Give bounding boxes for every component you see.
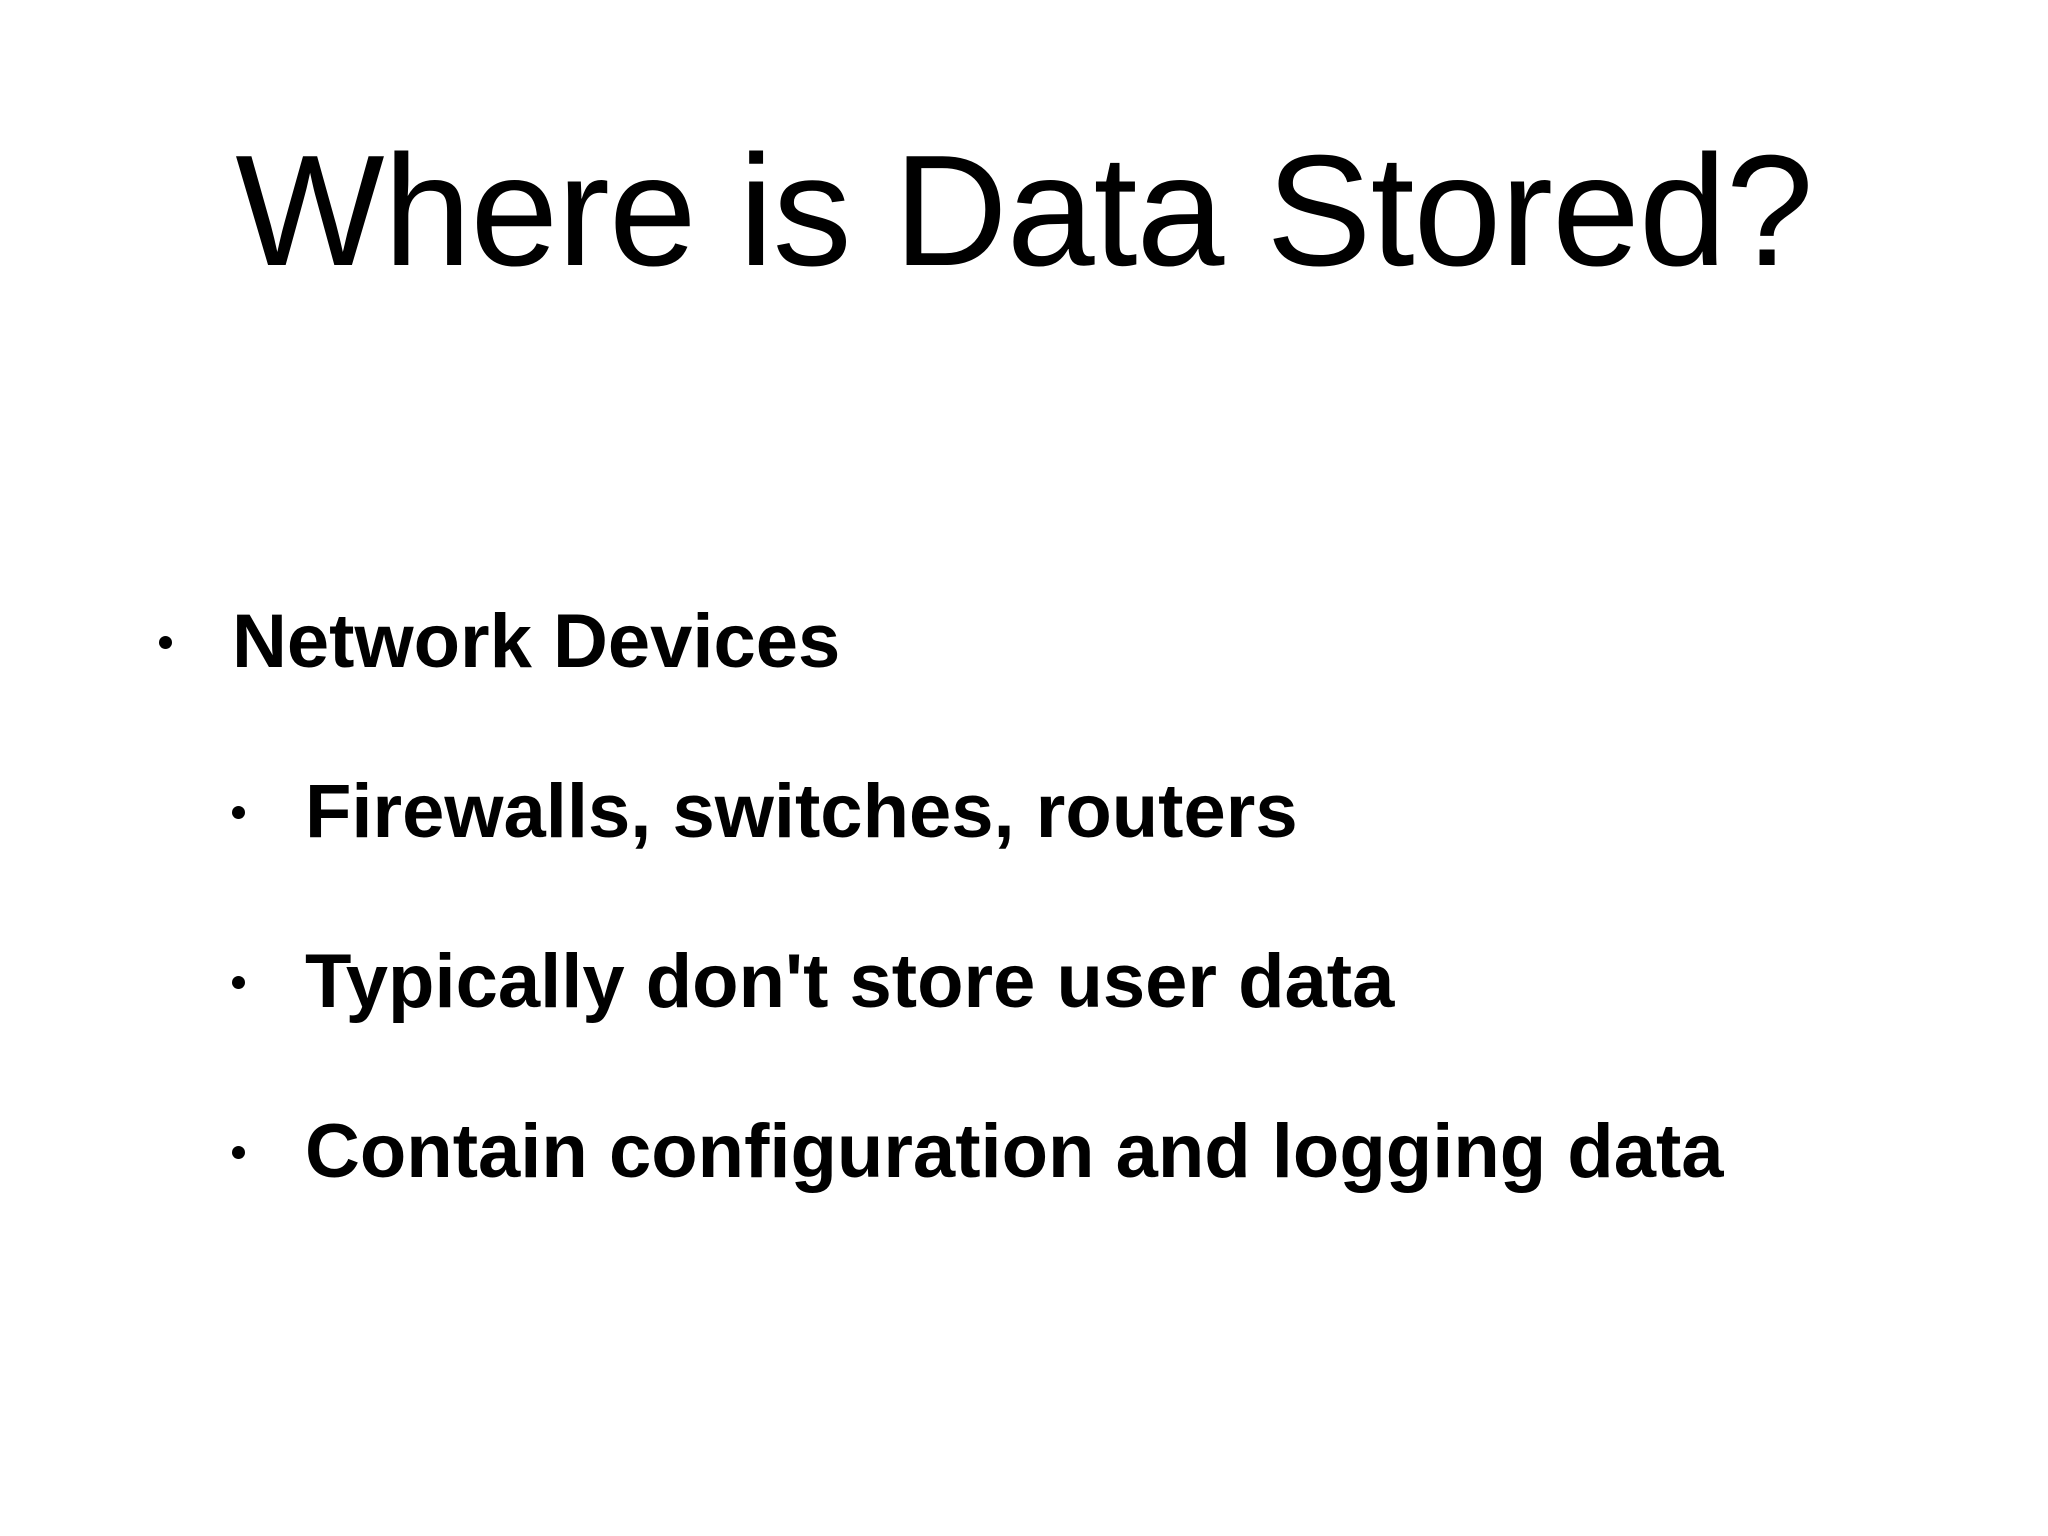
- bullet-item-level2: Firewalls, switches, routers: [0, 766, 2048, 858]
- bullet-dot-icon: [232, 1146, 245, 1159]
- bullet-item-level2: Contain configuration and logging data: [0, 1106, 2048, 1198]
- bullet-dot-icon: [232, 976, 245, 989]
- bullet-item-label: Firewalls, switches, routers: [305, 769, 1298, 854]
- bullet-item-label: Typically don't store user data: [305, 939, 1395, 1024]
- slide-title: Where is Data Stored?: [235, 123, 1813, 299]
- bullet-dot-icon: [232, 806, 245, 819]
- slide-body-bullet-list: Network Devices Firewalls, switches, rou…: [0, 596, 2048, 1198]
- bullet-item-level1: Network Devices: [0, 596, 2048, 688]
- bullet-item-label: Contain configuration and logging data: [305, 1109, 1724, 1194]
- bullet-dot-icon: [159, 636, 172, 649]
- bullet-item-label: Network Devices: [232, 599, 841, 684]
- bullet-item-level2: Typically don't store user data: [0, 936, 2048, 1028]
